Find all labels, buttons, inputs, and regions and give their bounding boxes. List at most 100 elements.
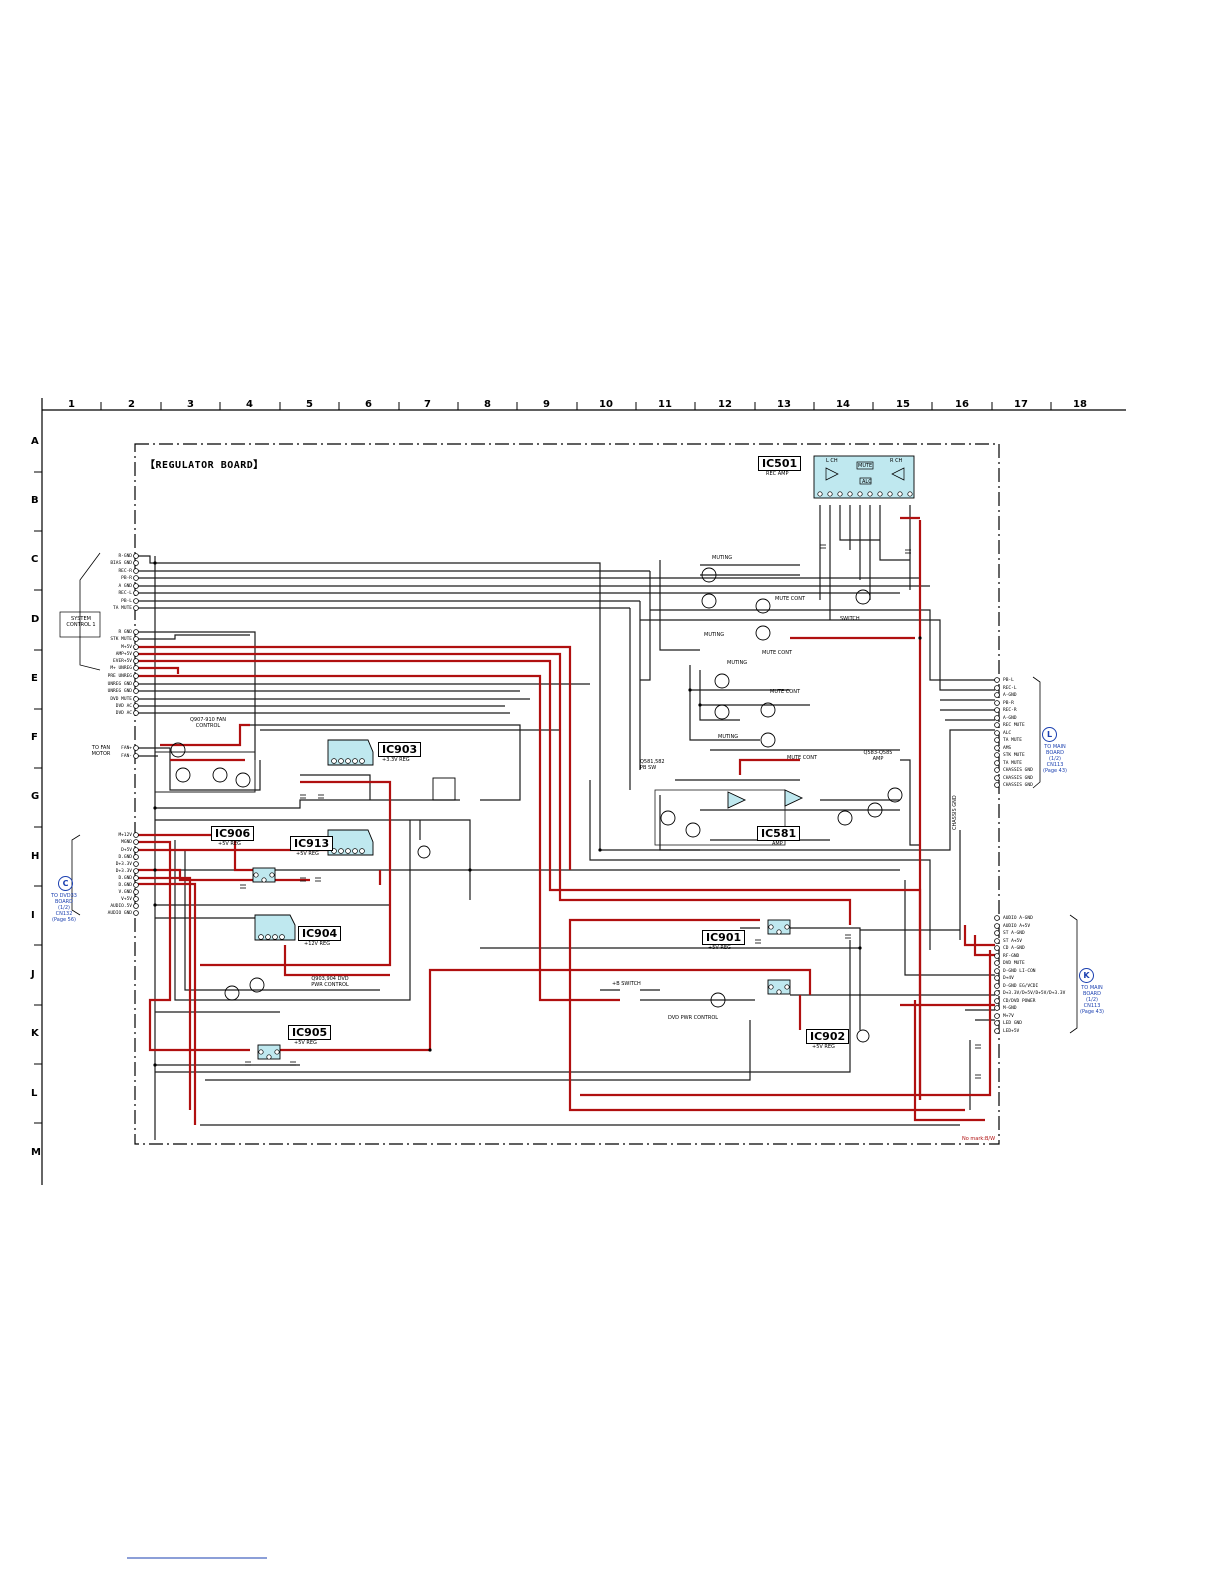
row-ticks [34, 471, 42, 1124]
ic906-label: IC906 [211, 826, 255, 841]
connector-pin-label: FAN+ [121, 746, 132, 751]
col-label: 5 [306, 399, 313, 410]
connector-pin-label: D+4V [1003, 976, 1014, 981]
muting-note-low-top: MUTING [727, 660, 748, 666]
connector-pin-label: AUDIO.5V [110, 904, 132, 909]
transistor-q583 [837, 810, 853, 826]
transistor-q504 [755, 625, 771, 641]
junction-dots [153, 561, 922, 1067]
connector-pin-label: M-GND [1003, 1006, 1017, 1011]
ic904-sub: +12V REG [304, 941, 331, 947]
row-label: B [31, 495, 39, 506]
switch-note: SWITCH [840, 616, 860, 622]
mute-cont-note-2: MUTE CONT [762, 650, 792, 656]
red-wires [138, 516, 995, 1125]
connector-k-ref: K [1079, 968, 1094, 983]
col-label: 1 [68, 399, 75, 410]
connector-pin-label: DVD MUTE [1003, 961, 1025, 966]
row-label: F [31, 732, 38, 743]
row-label: G [31, 791, 40, 802]
col-label: 6 [365, 399, 372, 410]
connector-pin-label: TA MUTE [1003, 738, 1022, 743]
connector-pin-label: M+12V [118, 833, 132, 838]
connector-pin-label: TA MUTE [1003, 761, 1022, 766]
connector-pin-label: LED GND [1003, 1021, 1022, 1026]
b-switch-note: +B SWITCH [612, 981, 641, 987]
ic-pins [253, 758, 790, 1060]
col-label: 7 [424, 399, 431, 410]
grid-frame [41, 398, 1126, 1185]
ic501-label: IC501 [758, 456, 802, 471]
connector-pin-label: D+3.3V [115, 869, 132, 874]
connector-pin-label: STK MUTE [110, 637, 132, 642]
ic904-body [254, 914, 296, 941]
col-label: 18 [1073, 399, 1087, 410]
ic501-mute: MUTE [858, 463, 873, 469]
connector-pin-label: A GND [118, 584, 132, 589]
mute-cont-note-1: MUTE CONT [775, 596, 805, 602]
connector-pin-label: DVD MUTE [110, 697, 132, 702]
row-label: I [31, 910, 35, 921]
connector-pin-label: REC-R [1003, 708, 1017, 713]
connector-pin-label: D+3.3V [115, 862, 132, 867]
connector-l-title: TO MAIN BOARD (1/2) CN113 (Page 43) [1043, 744, 1067, 774]
board-outline [134, 443, 1000, 1145]
transistor-q501 [701, 567, 717, 583]
transistor-q904 [249, 977, 265, 993]
transistor-q911 [710, 992, 726, 1008]
ic581-sub: AMP [772, 841, 783, 847]
connector-pin-label: D+3.3V/D+5V/D+5V/D+3.3V [1003, 991, 1066, 996]
col-label: 17 [1014, 399, 1028, 410]
mute-cont-note-3: MUTE CONT [770, 689, 800, 695]
row-label: E [31, 673, 38, 684]
ic913-label: IC913 [290, 836, 334, 851]
muting-note-low: MUTING [718, 734, 739, 740]
connector-pin-label: D-GND EG/VCDI [1003, 984, 1039, 989]
connector-pin-label: REC MUTE [1003, 723, 1025, 728]
ic501-sub: REC AMP [766, 471, 789, 477]
connector-c-title: TO DVD33 BOARD (1/2) CN132 (Page 56) [51, 893, 77, 923]
ic904-label: IC904 [298, 926, 342, 941]
chassis-gnd-note: CHASSIS GND [952, 795, 958, 830]
q581-note: Q581,582 PB SW [640, 759, 665, 771]
connector-pin-label: A-GND [1003, 716, 1017, 721]
col-label: 9 [543, 399, 550, 410]
connector-pin-label: CD/DVD POWER [1003, 999, 1036, 1004]
connector-pin-label: PB-L [121, 599, 132, 604]
connector-pin-label: EVER+5V [113, 659, 132, 664]
col-label: 16 [955, 399, 969, 410]
connector-pin-label: AUDIO GND [107, 911, 132, 916]
board-title: 【REGULATOR BOARD】 [145, 460, 264, 471]
col-label: 14 [836, 399, 850, 410]
ic902-label: IC902 [806, 1029, 850, 1044]
connector-pin-label: AMP+5V [115, 652, 132, 657]
connector-pin-label: RF-GND [1003, 954, 1020, 959]
col-label: 12 [718, 399, 732, 410]
connector-pin-label: PRE UNREG [107, 674, 132, 679]
col-label: 13 [777, 399, 791, 410]
transistor-q503 [755, 598, 771, 614]
connector-pin-label: ALC [1003, 731, 1012, 736]
row-label: A [31, 436, 39, 447]
col-label: 10 [599, 399, 613, 410]
connector-pin-label: REC-L [1003, 686, 1017, 691]
fan-connector-title: TO FAN MOTOR [91, 745, 111, 757]
row-label: D [31, 614, 40, 625]
transistor-q582 [685, 822, 701, 838]
connector-pin-label: REC-L [118, 591, 132, 596]
black-wires [138, 505, 995, 1140]
transistor-q509 [760, 732, 776, 748]
row-label: H [31, 851, 40, 862]
connector-pin-label: M+5V [121, 645, 132, 650]
ic901-sub: +5V REG [708, 945, 731, 951]
muting-note-top: MUTING [712, 555, 733, 561]
ic906-sub: +5V REG [218, 841, 241, 847]
transistor-q909 [212, 767, 228, 783]
connector-pin-label: CHASSIS GND [1003, 783, 1033, 788]
connector-k-title: TO MAIN BOARD (1/2) CN113 (Page 43) [1080, 985, 1104, 1015]
transistor-q585 [887, 787, 903, 803]
connector-pin-label: CHASSIS GND [1003, 768, 1033, 773]
transistor-q507 [714, 704, 730, 720]
ic501-rch: R CH [890, 458, 903, 464]
ic501-lch: L CH [826, 458, 838, 464]
